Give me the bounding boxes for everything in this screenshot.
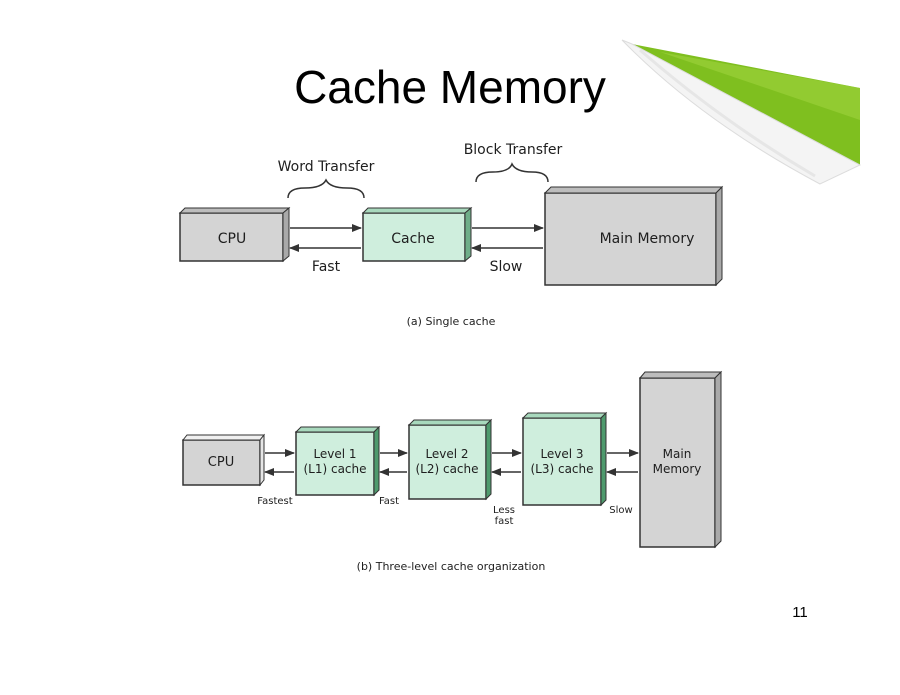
main-memory-tall-box: Main Memory: [638, 370, 723, 549]
cache-box: Cache: [361, 206, 473, 263]
fastest-label: Fastest: [257, 496, 292, 507]
slide-title: Cache Memory: [294, 61, 606, 113]
l2-label-line2: (L2) cache: [415, 462, 478, 476]
less-fast-label-line2: fast: [495, 516, 514, 527]
three-level-cache-diagram: CPU Level 1 (L1) cache Level 2 (L2) cach…: [181, 370, 723, 573]
single-cache-diagram: Word Transfer Block Transfer CPU Cache M…: [178, 142, 724, 328]
slow-label-small: Slow: [609, 505, 632, 516]
main-memory-box: Main Memory: [543, 185, 724, 287]
slow-label: Slow: [490, 259, 523, 275]
word-transfer-brace: [287, 178, 365, 199]
word-transfer-label: Word Transfer: [278, 159, 375, 175]
main-memory-label-line2: Memory: [653, 462, 702, 476]
cpu-label: CPU: [218, 231, 246, 247]
l2-label-line1: Level 2: [425, 447, 468, 461]
cpu-label-small: CPU: [208, 455, 234, 470]
l1-label-line2: (L1) cache: [303, 462, 366, 476]
single-cache-caption: (a) Single cache: [407, 315, 496, 328]
main-memory-label: Main Memory: [600, 231, 695, 247]
l1-cache-box: Level 1 (L1) cache: [294, 425, 381, 497]
fast-label: Fast: [312, 259, 341, 275]
cache-label: Cache: [391, 231, 435, 247]
page-number: 11: [792, 604, 808, 621]
block-transfer-label: Block Transfer: [464, 142, 563, 158]
fast-label-small: Fast: [379, 496, 399, 507]
main-memory-label-line1: Main: [663, 447, 692, 461]
l2-cache-box: Level 2 (L2) cache: [407, 418, 493, 501]
page-curl-decoration: [621, 39, 862, 185]
l3-label-line1: Level 3: [540, 447, 583, 461]
l3-label-line2: (L3) cache: [530, 462, 593, 476]
l3-cache-box: Level 3 (L3) cache: [521, 411, 608, 507]
cpu-box: CPU: [178, 206, 291, 263]
l1-label-line1: Level 1: [313, 447, 356, 461]
cpu-box-small: CPU: [181, 433, 266, 487]
three-level-caption: (b) Three-level cache organization: [357, 560, 546, 573]
block-transfer-brace: [475, 162, 549, 183]
less-fast-label-line1: Less: [493, 505, 515, 516]
